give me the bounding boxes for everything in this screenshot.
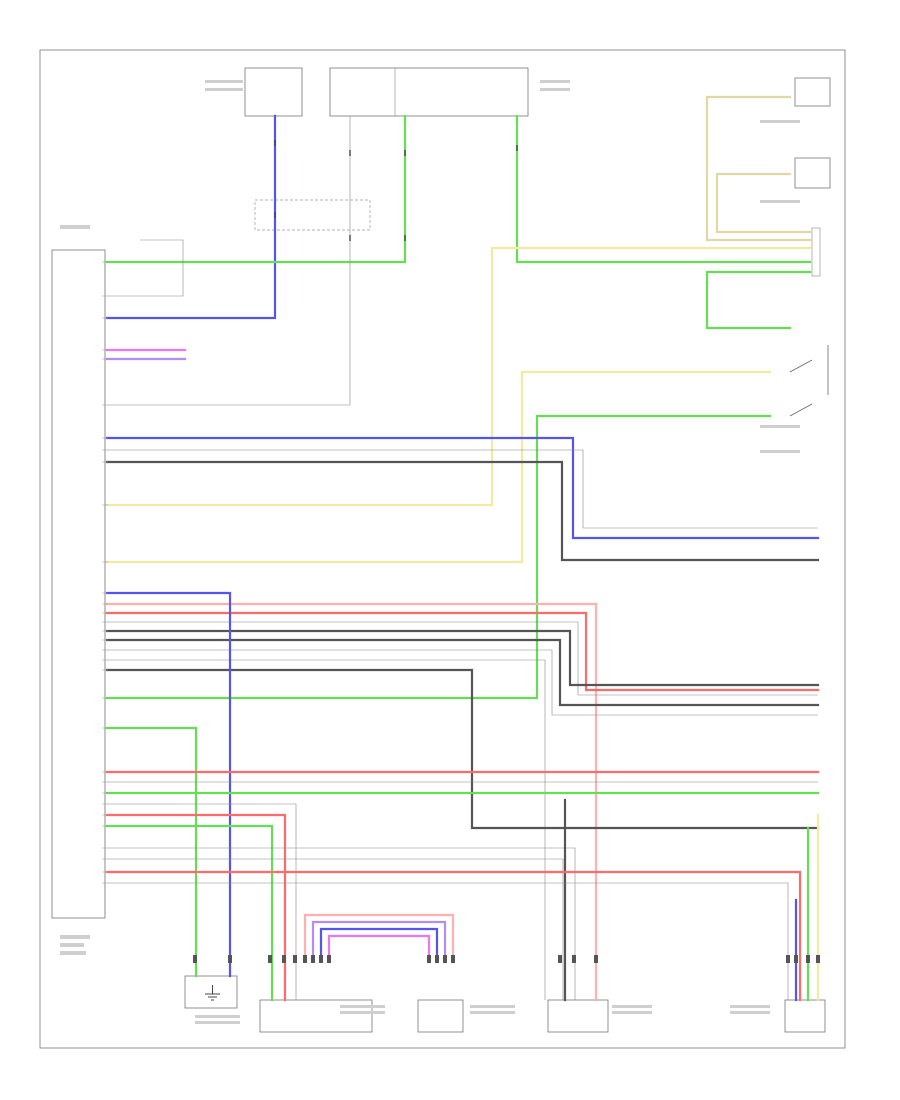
wire-red-down-1 <box>105 813 287 1002</box>
loop-wire-pink <box>303 913 455 962</box>
wire-top-blue <box>105 114 277 320</box>
ground-icon <box>205 985 220 1001</box>
wire-blue-down <box>105 591 232 978</box>
wire-gray-bottom <box>107 882 789 1000</box>
junction-box-left <box>244 67 303 117</box>
wire-green-loop <box>705 270 812 330</box>
wire-green-mid <box>105 414 772 700</box>
wire-tan-1 <box>705 95 812 242</box>
switch-icon <box>789 345 829 417</box>
bottom-component-4 <box>547 999 609 1033</box>
wire-gray-mid-2 <box>107 858 564 1000</box>
wire-yellow-2 <box>105 370 772 564</box>
component-top-right-2 <box>794 157 831 189</box>
wire-green-down <box>105 726 198 978</box>
component-top-right-1 <box>794 77 831 107</box>
wire-green-down-2 <box>105 824 274 1002</box>
bottom-component-3 <box>417 999 464 1033</box>
loop-wire-blue <box>319 927 439 962</box>
component-right-bracket <box>811 227 821 277</box>
bottom-component-5 <box>784 999 826 1033</box>
loop-wire-magenta <box>327 934 431 962</box>
ecu-pin-ticks <box>102 261 108 884</box>
wire-right-green <box>515 114 812 264</box>
harness-gray-1 <box>107 621 818 696</box>
junction-box-small-left <box>254 199 371 231</box>
harness-red-2 <box>105 611 820 692</box>
harness-black-2 <box>105 638 820 707</box>
wire-gray-mid-1 <box>107 847 576 1000</box>
harness-red-1 <box>105 602 598 1002</box>
wire-gray-right <box>107 449 818 529</box>
bottom-component-2 <box>259 999 373 1033</box>
wire-gray-small <box>107 239 184 297</box>
wire-gray-down <box>107 803 297 1000</box>
harness-gray-3 <box>107 659 546 1000</box>
wire-blue-right <box>105 436 820 540</box>
diagram-frame <box>39 49 846 1049</box>
label-placeholders <box>60 80 800 1024</box>
wire-top-green <box>105 114 407 264</box>
harness-gray-2 <box>107 649 818 716</box>
loop-wire-violet <box>311 920 447 962</box>
wire-yellow-1 <box>105 246 812 507</box>
harness-black-1 <box>105 629 820 687</box>
wire-black-right <box>105 460 820 562</box>
harness-black-3 <box>105 668 820 830</box>
bottom-component-1 <box>184 975 238 1009</box>
junction-box-center <box>329 67 529 117</box>
main-ecu-box <box>51 249 106 919</box>
wire-break-marks <box>274 140 518 241</box>
wire-top-gray <box>107 116 351 406</box>
wire-tan-2 <box>715 172 812 234</box>
connector-icon <box>193 955 820 963</box>
wire-red-bottom <box>105 870 802 1002</box>
